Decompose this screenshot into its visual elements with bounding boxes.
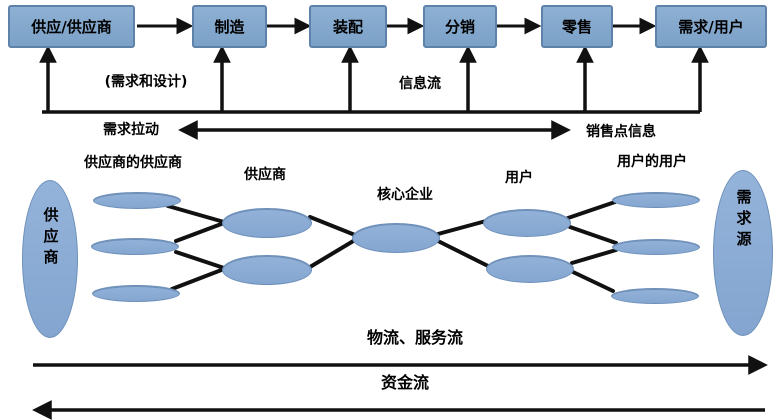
node-core-enterprise	[352, 223, 440, 253]
node-supplier-top	[222, 208, 312, 238]
node-user2-middle	[612, 239, 700, 255]
chain-box-manufacture: 制造	[192, 5, 267, 48]
capital-arrow	[32, 400, 765, 420]
supply-source-ellipse: 供应商	[22, 180, 78, 338]
demand-pull-pos-arrow	[178, 120, 571, 140]
label-suppliers-suppliers: 供应商的供应商	[84, 155, 182, 171]
label-demand-pull: 需求拉动	[103, 122, 159, 138]
chain-arrows	[137, 17, 657, 35]
node-supplier-bottom	[222, 255, 312, 285]
node-user2-top	[612, 192, 700, 208]
label-suppliers: 供应商	[244, 167, 286, 183]
chain-box-assembly: 装配	[309, 5, 387, 48]
supply-source-label: 供应商	[41, 207, 60, 270]
chain-box-supply: 供应/供应商	[8, 5, 135, 48]
chain-box-retail: 零售	[541, 5, 613, 48]
node-user2-bottom	[611, 288, 699, 304]
label-demand-and-design: (需求和设计)	[104, 74, 188, 90]
chain-box-demand: 需求/用户	[655, 5, 767, 48]
label-information-flow: 信息流	[399, 76, 441, 92]
label-users-users: 用户的用户	[617, 154, 687, 170]
node-user-top	[483, 209, 571, 237]
demand-source-ellipse: 需求源	[713, 170, 773, 336]
node-user-bottom	[486, 255, 574, 283]
node-supplier2-top	[93, 192, 181, 209]
label-logistics-service-flow: 物流、服务流	[366, 328, 464, 347]
node-supplier2-middle	[91, 238, 179, 255]
logistics-arrow	[33, 355, 768, 375]
information-bus	[39, 45, 709, 114]
label-pos-information: 销售点信息	[586, 124, 656, 140]
network-links	[166, 200, 618, 293]
demand-source-label: 需求源	[734, 189, 753, 252]
node-supplier2-bottom	[92, 285, 180, 302]
label-capital-flow: 资金流	[380, 373, 430, 392]
chain-box-distribution: 分销	[423, 5, 497, 48]
label-users: 用户	[505, 170, 533, 186]
label-core-enterprise: 核心企业	[377, 187, 433, 203]
